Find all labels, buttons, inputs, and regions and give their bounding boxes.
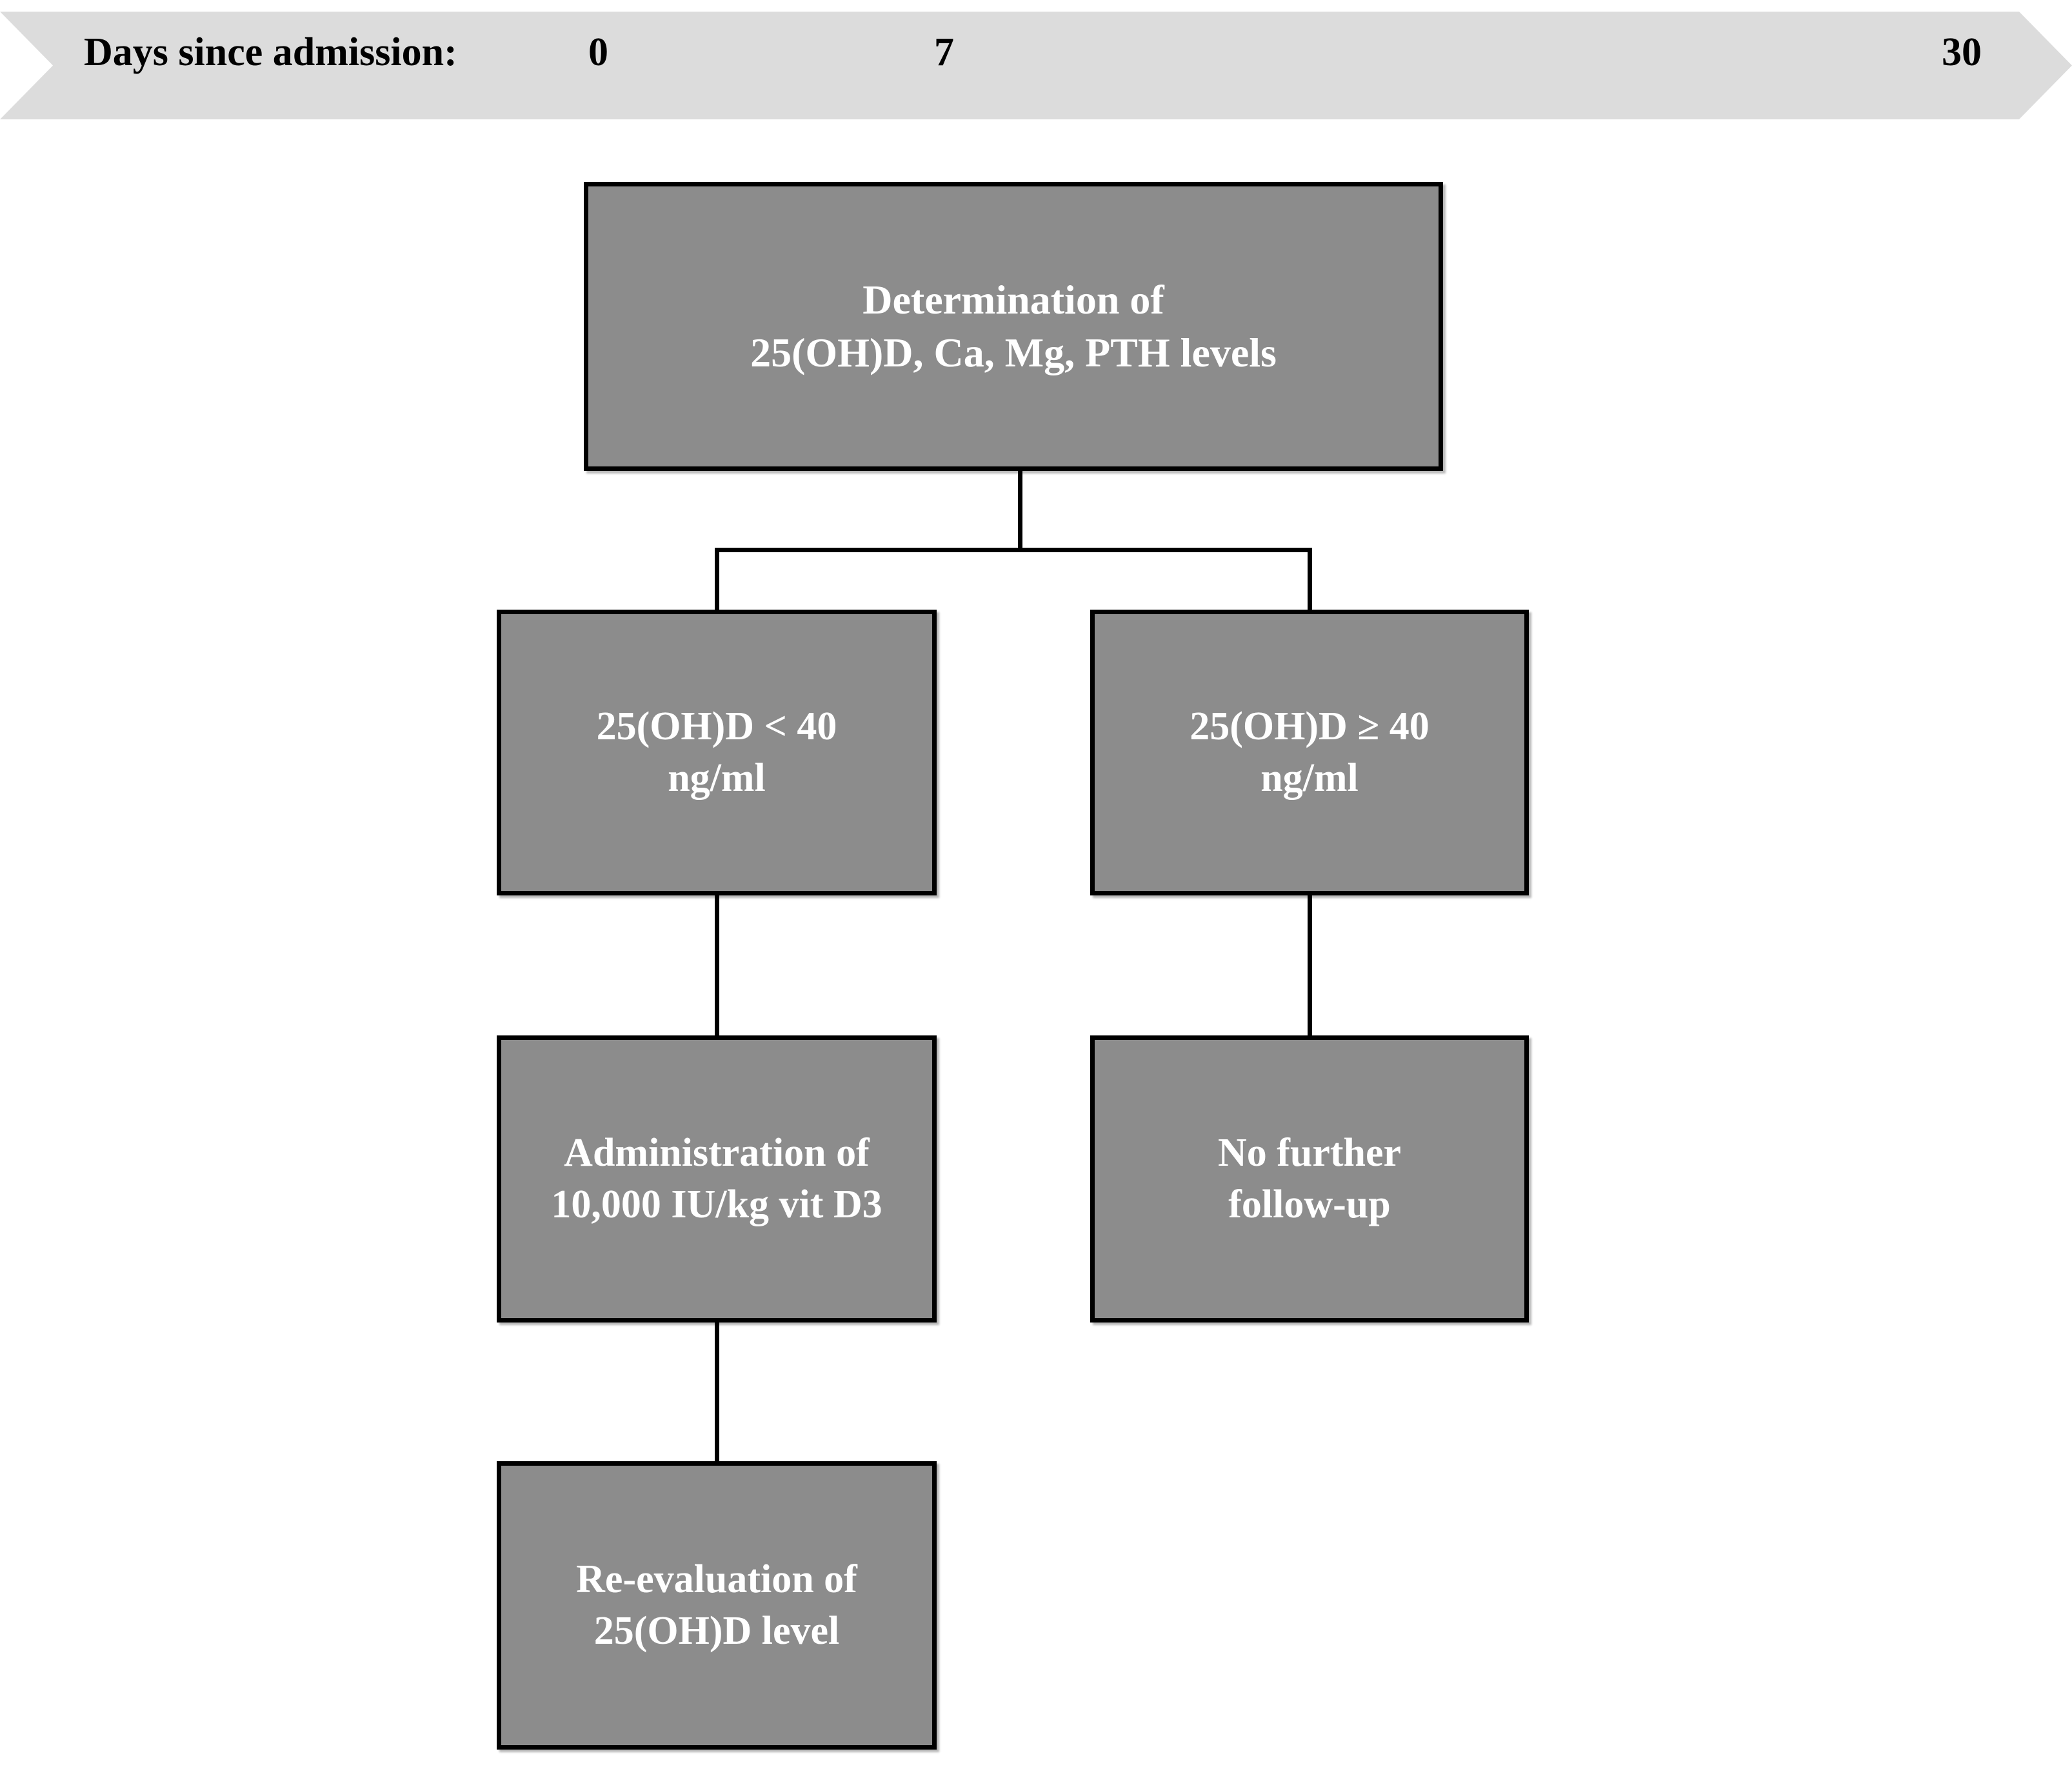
connector-administration-to-reevaluation (715, 1323, 719, 1461)
connector-low-level-to-administration (715, 895, 719, 1035)
connector-high-level-to-no-followup (1308, 895, 1312, 1035)
flow-node-high-level-label: 25(OH)D ≥ 40 ng/ml (1190, 704, 1429, 800)
flow-node-reevaluation: Re-evaluation of 25(OH)D level (497, 1461, 937, 1750)
timeline-tick-day-30: 30 (1942, 30, 1982, 74)
flow-node-high-level: 25(OH)D ≥ 40 ng/ml (1090, 610, 1529, 895)
timeline-banner (0, 12, 2072, 119)
connector-drop-to-low-level (715, 548, 719, 610)
flow-node-administration: Administration of 10,000 IU/kg vit D3 (497, 1035, 937, 1323)
flow-node-determination-label: Determination of 25(OH)D, Ca, Mg, PTH le… (750, 277, 1277, 375)
timeline-tick-day-7: 7 (934, 30, 954, 74)
timeline-label: Days since admission: (84, 30, 457, 74)
flow-node-determination: Determination of 25(OH)D, Ca, Mg, PTH le… (584, 182, 1443, 471)
timeline-tick-day-0: 0 (588, 30, 608, 74)
flow-node-low-level: 25(OH)D < 40 ng/ml (497, 610, 937, 895)
flow-node-low-level-label: 25(OH)D < 40 ng/ml (596, 704, 837, 800)
connector-split-bar (715, 548, 1312, 552)
flow-node-administration-label: Administration of 10,000 IU/kg vit D3 (551, 1131, 882, 1226)
flow-node-no-followup-label: No further follow-up (1217, 1131, 1402, 1226)
flow-node-reevaluation-label: Re-evaluation of 25(OH)D level (576, 1557, 857, 1653)
connector-determination-stem (1018, 471, 1022, 550)
connector-drop-to-high-level (1308, 548, 1312, 610)
flow-node-no-followup: No further follow-up (1090, 1035, 1529, 1323)
